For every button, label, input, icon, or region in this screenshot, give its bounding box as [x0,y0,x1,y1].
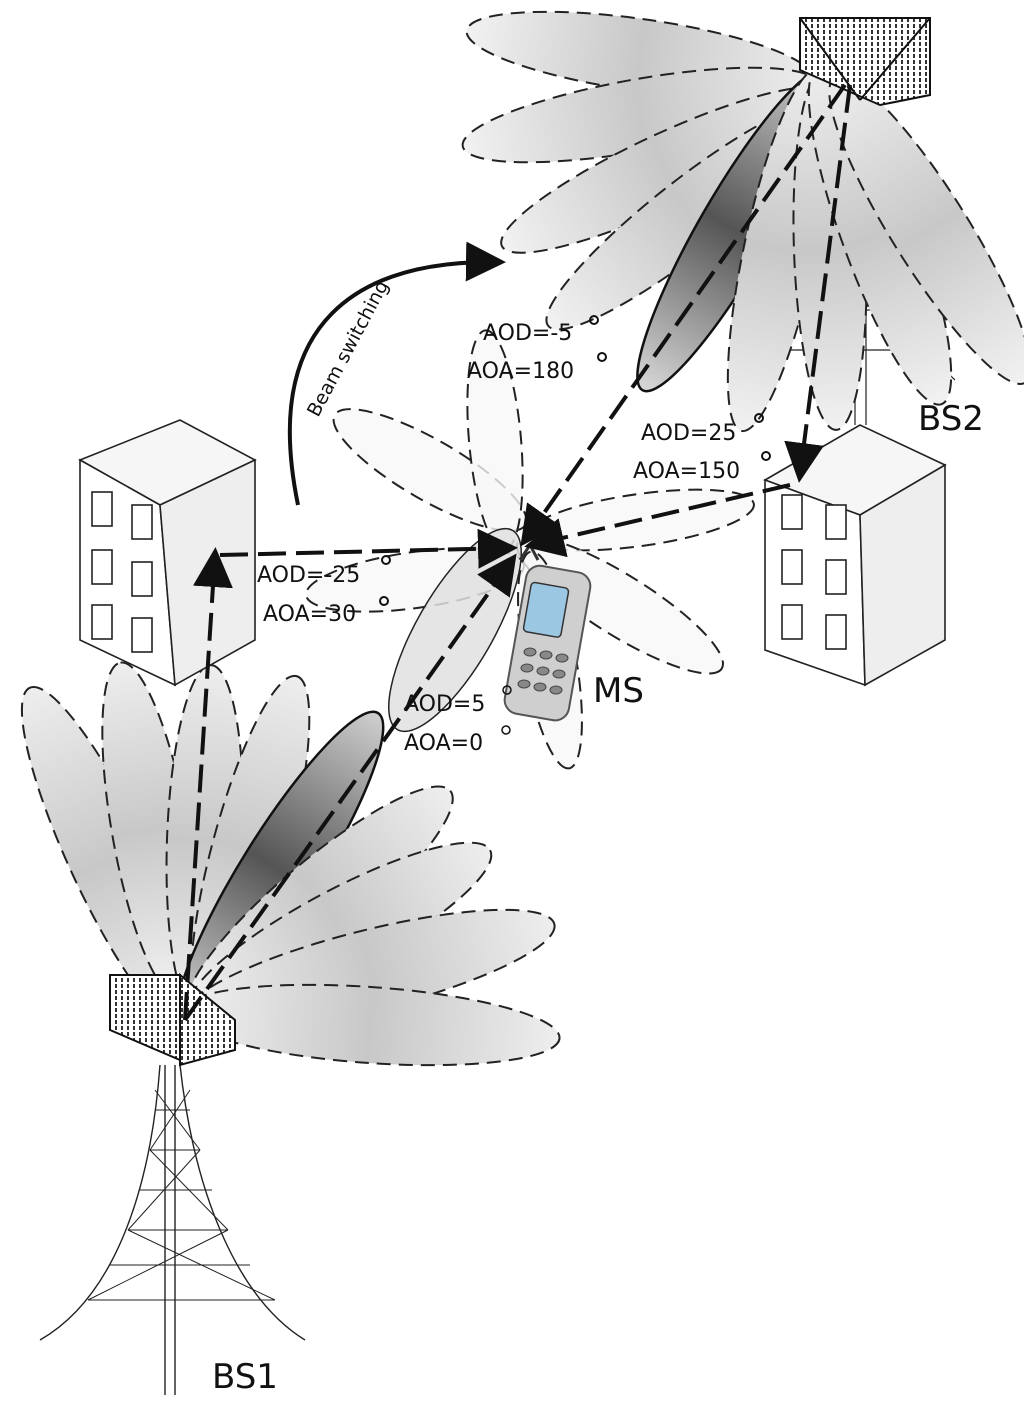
bs1-label: BS1 [212,1357,278,1397]
path-label-3: AOD=-5 AOA=180 [467,315,607,384]
path-label-4: AOD=25 AOA=150 [633,413,771,484]
path-bs2-reflect-down [784,84,852,483]
path-label-2: AOD=-25 AOA=30 [257,555,391,627]
beam-switching-arrow [287,241,506,506]
ms-phone [503,542,592,722]
path-bs1-los [183,553,517,1022]
aod-label-3: AOD=-5 [483,321,572,346]
bs2-antenna [799,17,931,107]
bs1-beams [20,661,561,1067]
aod-label-1: AOD=5 [404,692,485,717]
aoa-label-1: AOA=0 [404,731,483,756]
path-bs1-reflect-up [183,547,233,1021]
path-label-1: AOD=5 AOA=0 [404,685,512,756]
aoa-label-2: AOA=30 [263,602,356,627]
aoa-label-4: AOA=150 [633,459,740,484]
bs1-tower [39,1064,306,1395]
aod-label-4: AOD=25 [641,421,736,446]
aoa-label-3: AOA=180 [467,359,574,384]
building-right [763,424,947,687]
building-left [78,419,257,687]
bs1-antenna [109,972,236,1067]
propagation-paths [183,83,852,1022]
path-bs2-los [520,83,847,547]
bs2-label: BS2 [918,399,984,439]
path-reflect-right-to-ms [524,483,791,558]
path-reflect-left-to-ms [219,528,518,569]
ms-label: MS [593,671,644,711]
aod-label-2: AOD=-25 [257,563,360,588]
